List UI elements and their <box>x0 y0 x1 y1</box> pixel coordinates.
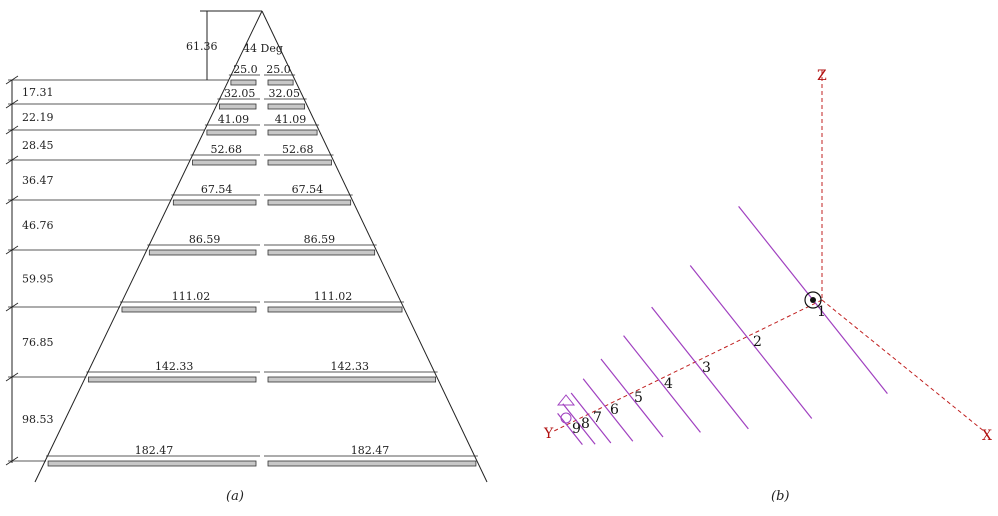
spacing-label: 22.19 <box>22 111 54 124</box>
dipole-element-3d <box>600 358 664 438</box>
element-bar-right <box>267 103 306 110</box>
y-axis <box>551 299 823 433</box>
x-axis-label: X <box>982 428 992 444</box>
spacing-label: 28.45 <box>22 139 54 152</box>
element-length-label-left: 142.33 <box>155 360 194 373</box>
element-bar-left <box>206 129 257 136</box>
element-length-label-right: 41.09 <box>275 113 307 126</box>
element-length-label-left: 67.54 <box>201 183 233 196</box>
element-length-label-left: 182.47 <box>135 444 174 457</box>
spacing-label: 59.95 <box>22 273 54 286</box>
element-bar-left <box>172 199 257 206</box>
spacing-label: 17.31 <box>22 86 54 99</box>
spacing-tick <box>5 155 19 165</box>
element-bar-right <box>267 460 477 467</box>
element-length-label-right: 32.05 <box>269 87 301 100</box>
element-length-label-right: 86.59 <box>304 233 336 246</box>
element-number-label: 4 <box>664 376 673 392</box>
panel-a-caption: (a) <box>226 489 244 504</box>
spacing-labels: 17.31 22.19 28.45 36.47 46.76 59.95 76.85 98.53 <box>22 86 54 426</box>
element-number-label: 3 <box>702 360 711 376</box>
panel-a-layout-drawing: 61.36 44 Deg 17.31 22.19 28.45 36.47 46.76 59… <box>5 10 488 504</box>
panel-b-caption: (b) <box>771 489 789 504</box>
z-axis-label: Z <box>817 68 827 84</box>
element-bar-right <box>267 159 332 166</box>
element-number-label: 8 <box>581 416 590 432</box>
spacing-tick <box>5 195 19 205</box>
element-bar-right <box>267 79 294 86</box>
element-number-label: 9 <box>572 421 581 437</box>
source-marker-ring <box>560 412 572 424</box>
dipole-element-3d <box>651 306 749 430</box>
spacing-tick <box>5 245 19 255</box>
element-length-label-left: 111.02 <box>172 290 211 303</box>
element-bar-left <box>192 159 257 166</box>
element-number-label: 1 <box>817 304 826 320</box>
element-bar-left <box>148 249 257 256</box>
dipole-element-3d <box>557 413 583 445</box>
element-length-label-left: 86.59 <box>189 233 221 246</box>
dipole-element-3d <box>570 392 612 444</box>
dipole-element-3d <box>623 335 701 433</box>
dipole-elements: 25.0 25.0 32.05 32.05 41.09 41.09 52.68 52.68 67… <box>46 63 478 467</box>
right-boom-edge <box>261 10 488 483</box>
spacing-tick <box>5 302 19 312</box>
element-bar-right <box>267 306 403 313</box>
element-bar-right <box>267 249 376 256</box>
source-marker-icon <box>556 394 576 406</box>
element-length-label-left: 32.05 <box>224 87 256 100</box>
element-number-label: 5 <box>634 390 643 406</box>
apex-height-label: 61.36 <box>186 40 218 53</box>
dipole-element-3d <box>582 378 634 442</box>
left-boom-edge <box>34 10 263 483</box>
feed-point <box>810 297 816 303</box>
element-number-label: 2 <box>753 334 762 350</box>
element-length-label-right: 111.02 <box>314 290 353 303</box>
element-bar-right <box>267 376 437 383</box>
spacing-label: 76.85 <box>22 336 54 349</box>
y-axis-label: Y <box>543 426 554 442</box>
spacing-label: 46.76 <box>22 219 54 232</box>
element-bar-left <box>230 79 257 86</box>
element-bar-right <box>267 199 352 206</box>
element-length-label-right: 142.33 <box>331 360 370 373</box>
element-bar-right <box>267 129 318 136</box>
spacing-label: 36.47 <box>22 174 54 187</box>
spacing-tick <box>5 456 19 466</box>
element-bar-left <box>47 460 257 467</box>
dipole-element-3d <box>689 265 813 419</box>
dipole-elements-3d <box>557 206 888 445</box>
element-length-label-left: 25.0 <box>233 63 258 76</box>
element-length-label-right: 67.54 <box>292 183 324 196</box>
element-number-label: 7 <box>593 410 602 426</box>
element-length-label-right: 52.68 <box>282 143 314 156</box>
element-length-label-right: 182.47 <box>351 444 390 457</box>
spacing-label: 98.53 <box>22 413 54 426</box>
element-bar-left <box>121 306 257 313</box>
x-axis <box>821 299 986 433</box>
element-length-label-left: 52.68 <box>211 143 243 156</box>
element-bar-left <box>87 376 257 383</box>
element-length-label-left: 41.09 <box>218 113 250 126</box>
spacing-tick <box>5 372 19 382</box>
spacing-tick <box>5 125 19 135</box>
apex-angle-label: 44 Deg <box>243 42 283 55</box>
spacing-tick <box>5 99 19 109</box>
element-bar-left <box>218 103 257 110</box>
element-number-label: 6 <box>610 402 619 418</box>
spacing-ticks <box>5 75 229 466</box>
feed-point-ring <box>804 291 822 309</box>
element-length-label-right: 25.0 <box>266 63 291 76</box>
spacing-tick <box>5 75 19 85</box>
dipole-element-3d <box>562 403 596 445</box>
